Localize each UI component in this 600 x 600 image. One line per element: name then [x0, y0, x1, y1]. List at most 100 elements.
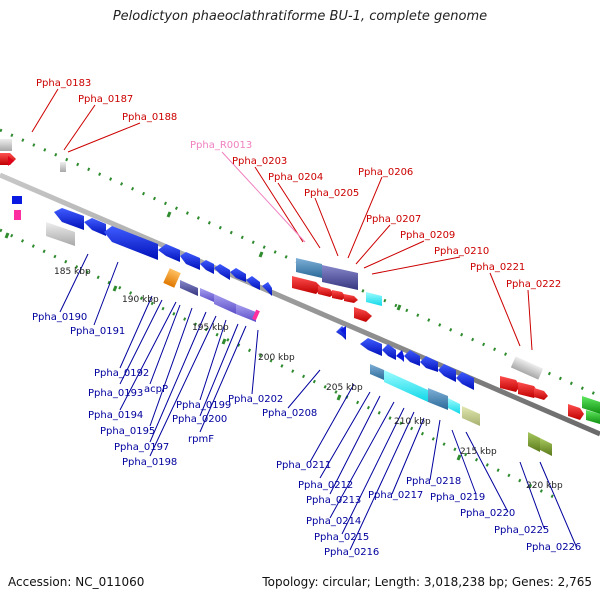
gene-label: Ppha_0188 — [122, 112, 177, 123]
gene-label: Ppha_0218 — [406, 476, 461, 487]
gene-ppha-0218 — [370, 364, 384, 380]
gene-label: Ppha_0216 — [324, 547, 379, 558]
gene-ppha-0226 — [540, 438, 552, 456]
gene-ppha-0225-box — [462, 406, 480, 426]
gene-label: Ppha_0211 — [276, 460, 331, 471]
gene-ppha-0221 — [510, 356, 544, 380]
gene-ppha-0192 — [104, 226, 158, 260]
gene-ppha-0200 — [180, 280, 198, 296]
gene-ppha-0203 — [296, 258, 322, 278]
gene-box-ppha-0190 — [46, 222, 75, 246]
gene-label: Ppha_0226 — [526, 542, 581, 553]
gene-rpmF — [200, 288, 214, 302]
gene-rna-3 — [340, 326, 346, 336]
gene-label: acpP — [144, 384, 168, 395]
gene-ppha-0202b — [236, 304, 256, 322]
scale-label: 215 kbp — [460, 447, 497, 457]
gene-label: Ppha_0214 — [306, 516, 361, 527]
gene-rna-2 — [252, 309, 260, 321]
gene-box-ppha-0188 — [60, 162, 66, 172]
gene-ppha-0214 — [404, 350, 420, 366]
gene-label: Ppha_0205 — [304, 188, 359, 199]
gene-ppha-0198 — [246, 276, 260, 290]
gene-label: Ppha_0192 — [94, 368, 149, 379]
gene-ppha-0190 — [54, 208, 84, 230]
gene-label: Ppha_0195 — [100, 426, 155, 437]
gene-label: rpmF — [188, 434, 214, 445]
gene-label: Ppha_0212 — [298, 480, 353, 491]
gene-label: Ppha_0217 — [368, 490, 423, 501]
gene-label: Ppha_0225 — [494, 525, 549, 536]
gene-ppha-0199 — [262, 282, 272, 296]
gene-ppha-r0012 — [14, 210, 21, 220]
scale-label: 210 kbp — [394, 417, 431, 427]
scale-label: 190 kbp — [122, 295, 159, 305]
accession-text: Accession: NC_011060 — [8, 575, 145, 589]
gene-label: Ppha_0200 — [172, 414, 227, 425]
gene-label: Ppha_0210 — [434, 246, 489, 257]
gene-label: Ppha_0197 — [114, 442, 169, 453]
gene-label: Ppha_0204 — [268, 172, 323, 183]
gene-label: Ppha_0221 — [470, 262, 525, 273]
gene-ppha-0219 — [384, 370, 428, 402]
gene-ppha-0206 — [318, 286, 334, 297]
gene-label: Ppha_0183 — [36, 78, 91, 89]
blue-gene-labels: Ppha_0190 Ppha_0191 Ppha_0192 Ppha_0193 … — [32, 312, 581, 558]
gene-ppha-0211 — [360, 338, 382, 356]
scale-label: 195 kbp — [192, 323, 229, 333]
gene-ppha-0194 — [180, 252, 200, 270]
gene-ppha-0191 — [84, 218, 106, 236]
scale-label: 200 kbp — [258, 353, 295, 363]
gene-ppha-0210b — [366, 292, 382, 306]
gene-ppha-0205 — [292, 276, 322, 294]
gene-label: Ppha_0198 — [122, 457, 177, 468]
gene-box-ppha-0183 — [0, 139, 12, 151]
gene-ppha-0216 — [438, 364, 456, 382]
gene-ppha-0213 — [396, 350, 404, 362]
gene-ppha-0220 — [428, 388, 448, 410]
red-gene-labels: Ppha_0183 Ppha_0187 Ppha_0188 Ppha_0203 … — [36, 78, 561, 290]
gene-acpP — [163, 268, 181, 288]
gene-label: Ppha_0190 — [32, 312, 87, 323]
gene-ppha-0223 — [518, 382, 538, 398]
gene-ppha-0209 — [344, 294, 358, 303]
gene-ppha-0196 — [214, 264, 230, 280]
gene-ppha-0204 — [322, 265, 358, 290]
gene-label: Ppha_0219 — [430, 492, 485, 503]
gene-label: Ppha_0206 — [358, 167, 413, 178]
scale-label: 185 kbp — [54, 267, 91, 277]
gene-label: Ppha_0222 — [506, 279, 561, 290]
gene-ppha-0195 — [200, 260, 214, 274]
gene-ppha-0197 — [230, 268, 246, 282]
gene-label: Ppha_0215 — [314, 532, 369, 543]
outer-tick-track — [0, 128, 600, 398]
gene-label: Ppha_0187 — [78, 94, 133, 105]
gene-label: Ppha_0193 — [88, 388, 143, 399]
gene-label: Ppha_0194 — [88, 410, 143, 421]
pink-leader-line — [221, 151, 306, 243]
gene-ppha-0193 — [158, 244, 180, 262]
gene-label: Ppha_0220 — [460, 508, 515, 519]
gene-label: Ppha_0203 — [232, 156, 287, 167]
gene-ppha-0217 — [456, 372, 474, 390]
gene-label: Ppha_0213 — [306, 495, 361, 506]
gene-label: Ppha_0207 — [366, 214, 421, 225]
blue-leader-lines — [59, 253, 577, 551]
gene-ppha-0189 — [12, 196, 22, 204]
gene-ppha-0207 — [332, 290, 346, 300]
gene-ppha-0220b — [448, 398, 460, 414]
gene-ppha-0202 — [214, 294, 236, 314]
gene-ppha-0228 — [582, 396, 600, 414]
gene-ppha-0210 — [354, 307, 372, 322]
gene-label: Ppha_R0013 — [190, 140, 252, 151]
gene-label: Ppha_0209 — [400, 230, 455, 241]
gene-ppha-0222 — [500, 376, 520, 392]
red-leader-lines — [31, 88, 533, 351]
gene-ppha-0229 — [586, 410, 600, 424]
gene-label: Ppha_0191 — [70, 326, 125, 337]
forward-strand-genes — [0, 139, 600, 424]
reverse-strand-genes — [12, 196, 552, 456]
map-title: Pelodictyon phaeoclathratiforme BU-1, co… — [112, 9, 488, 24]
